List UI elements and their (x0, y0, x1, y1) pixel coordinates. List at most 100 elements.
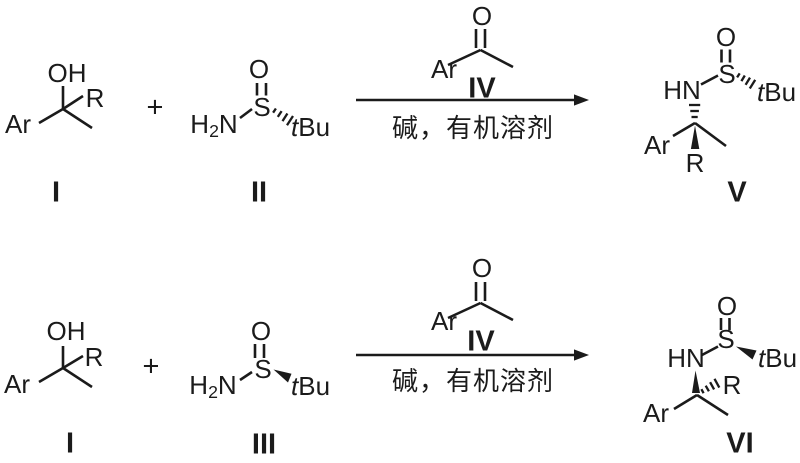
group-label-tbu: tBu (757, 79, 796, 105)
tbu-butyl: Bu (765, 343, 798, 373)
plus-sign: + (142, 350, 160, 383)
h-atom: H (189, 370, 209, 400)
bond-c-ar (38, 366, 64, 384)
hash-mark (704, 385, 710, 392)
hash-mark (281, 112, 289, 122)
h-subscript: 2 (209, 120, 219, 141)
atom-label-h2n: H2N (189, 370, 237, 401)
bond-c-methyl (479, 48, 514, 69)
h-subscript: 2 (208, 381, 218, 402)
plus-sign: + (146, 91, 164, 124)
atom-label-r: R (85, 83, 105, 113)
atom-label-ar: Ar (643, 398, 669, 428)
mol-VI-bonds (673, 318, 757, 417)
bond-c-ar (447, 48, 482, 67)
bond-c-r (62, 354, 84, 370)
hash-mark (736, 72, 741, 79)
mol-I-top-bonds (38, 86, 93, 130)
solid-wedge-n-c (692, 370, 700, 393)
n-atom: N (218, 109, 238, 139)
hashed-wedge-s-tbu (272, 107, 294, 126)
n-atom: N (217, 370, 237, 400)
hash-mark (748, 79, 757, 90)
reaction-conditions: 碱，有机溶剂 (391, 366, 555, 396)
tbu-tert-prefix: t (757, 77, 765, 107)
atom-label-ar: Ar (5, 109, 31, 139)
mol-I-bottom-bonds (38, 346, 93, 389)
bond-c-ar (38, 107, 64, 125)
bond-n-s (239, 107, 253, 120)
atom-label-ar: Ar (4, 369, 30, 399)
arrow-head (574, 349, 589, 361)
hash-mark (713, 378, 721, 389)
hashed-bond-n-c (689, 103, 701, 119)
arrow-head (574, 94, 589, 106)
atom-label-o: O (250, 316, 272, 346)
atom-label-o: O (471, 1, 493, 31)
hash-mark (700, 388, 705, 394)
group-label-tbu: tBu (758, 345, 797, 371)
bond-c-r (62, 94, 84, 111)
bond-n-s (700, 74, 719, 86)
mol-II-bonds (239, 83, 294, 126)
hash-mark (276, 110, 283, 118)
atom-label-r: R (685, 148, 705, 178)
hashed-wedge-c-r (700, 378, 721, 394)
mol-IV-bottom-bonds (447, 282, 514, 322)
atom-label-o: O (716, 291, 738, 321)
bond-c-methyl (479, 301, 514, 322)
atom-label-hn: HN (663, 75, 701, 105)
reaction-conditions: 碱，有机溶剂 (391, 113, 555, 143)
atom-label-r: R (722, 370, 742, 400)
hash-mark (272, 107, 277, 114)
atom-label-o: O (715, 22, 737, 52)
tbu-tert-prefix: t (758, 343, 766, 373)
compound-label-II: II (250, 176, 268, 209)
tbu-tert-prefix: t (291, 112, 299, 142)
compound-label-I: I (65, 427, 75, 460)
bond-c-methyl (62, 366, 93, 389)
hash-mark (286, 115, 294, 126)
bond-n-s (239, 370, 253, 382)
hash-mark (709, 381, 716, 390)
atom-label-s: S (718, 59, 736, 89)
hashed-wedge-s-tbu (736, 72, 757, 90)
tbu-butyl: Bu (764, 77, 797, 107)
group-label-tbu: tBu (291, 373, 330, 399)
tbu-butyl: Bu (298, 112, 331, 142)
mol-III-bonds (239, 344, 292, 383)
compound-label-IV: IV (468, 72, 496, 105)
atom-label-o: O (471, 253, 493, 283)
atom-label-ar: Ar (431, 306, 457, 336)
bond-c-methyl (62, 107, 93, 130)
mol-V-bonds (672, 49, 757, 149)
compound-label-VI: VI (726, 427, 754, 460)
reaction-arrow-top (356, 94, 589, 106)
bond-c-ar (672, 121, 696, 138)
atom-label-ar: Ar (431, 54, 457, 84)
solid-wedge-c-r (690, 125, 700, 149)
atom-label-s: S (254, 354, 272, 384)
compound-label-III: III (251, 428, 277, 461)
bond-c-methyl (694, 121, 727, 148)
compound-label-V: V (727, 176, 747, 209)
atom-label-o: O (248, 54, 270, 84)
hash-mark (740, 74, 746, 82)
atom-label-h2n: H2N (190, 109, 238, 140)
bond-n-s (701, 345, 719, 357)
atom-label-oh: OH (47, 58, 87, 88)
group-label-tbu: tBu (291, 114, 330, 140)
mol-IV-top-bonds (447, 29, 514, 69)
bond-c-methyl (696, 393, 729, 417)
atom-label-s: S (253, 92, 271, 122)
atom-label-r: R (84, 342, 104, 372)
atom-label-ar: Ar (644, 130, 670, 160)
compound-label-IV: IV (467, 325, 495, 358)
tbu-butyl: Bu (298, 371, 331, 401)
solid-wedge-s-tbu (273, 369, 292, 383)
tbu-tert-prefix: t (291, 371, 299, 401)
solid-wedge-s-tbu (736, 346, 757, 360)
atom-label-oh: OH (46, 316, 86, 346)
